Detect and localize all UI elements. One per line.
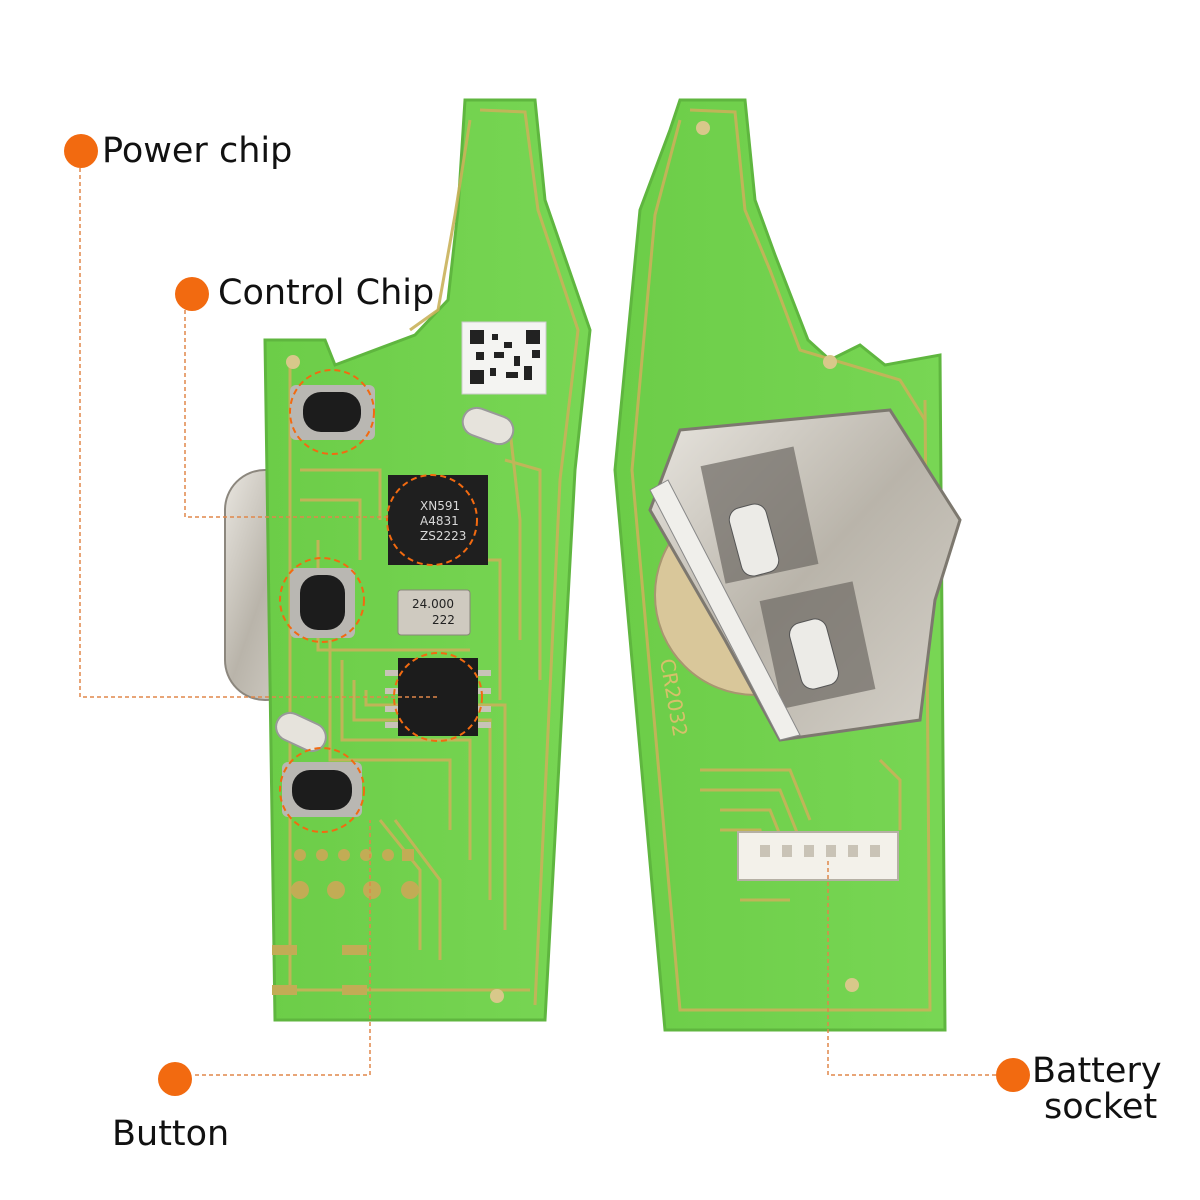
control-chip: XN591 A4831 ZS2223 (386, 474, 488, 566)
battery-socket-label-line2: socket (1044, 1087, 1158, 1127)
battery-holder (648, 408, 962, 742)
tactile-button-bottom (279, 747, 365, 833)
connector-socket (737, 831, 899, 881)
crystal-marking-2: 222 (432, 613, 455, 627)
control-chip-marking-1: XN591 (420, 499, 460, 513)
tactile-button-top (289, 369, 375, 455)
battery-socket-dot-icon (996, 1058, 1030, 1092)
power-chip (385, 652, 491, 742)
crystal-oscillator: 24.000 222 (397, 589, 471, 636)
button-label: Button (112, 1114, 230, 1154)
power-chip-label: Power chip (102, 131, 293, 171)
crystal-marking-1: 24.000 (412, 597, 454, 611)
control-chip-dot-icon (175, 277, 209, 311)
control-chip-marking-3: ZS2223 (420, 529, 466, 543)
left-pcb-board: XN591 A4831 ZS2223 24.000 222 (224, 98, 592, 1022)
right-pcb-board: CR2032 (613, 98, 962, 1032)
tactile-button-middle (279, 557, 365, 643)
control-chip-label: Control Chip (218, 273, 435, 313)
battery-socket-label-line1: Battery (1032, 1051, 1162, 1091)
power-chip-dot-icon (64, 134, 98, 168)
button-dot-icon (158, 1062, 192, 1096)
control-chip-marking-2: A4831 (420, 514, 459, 528)
